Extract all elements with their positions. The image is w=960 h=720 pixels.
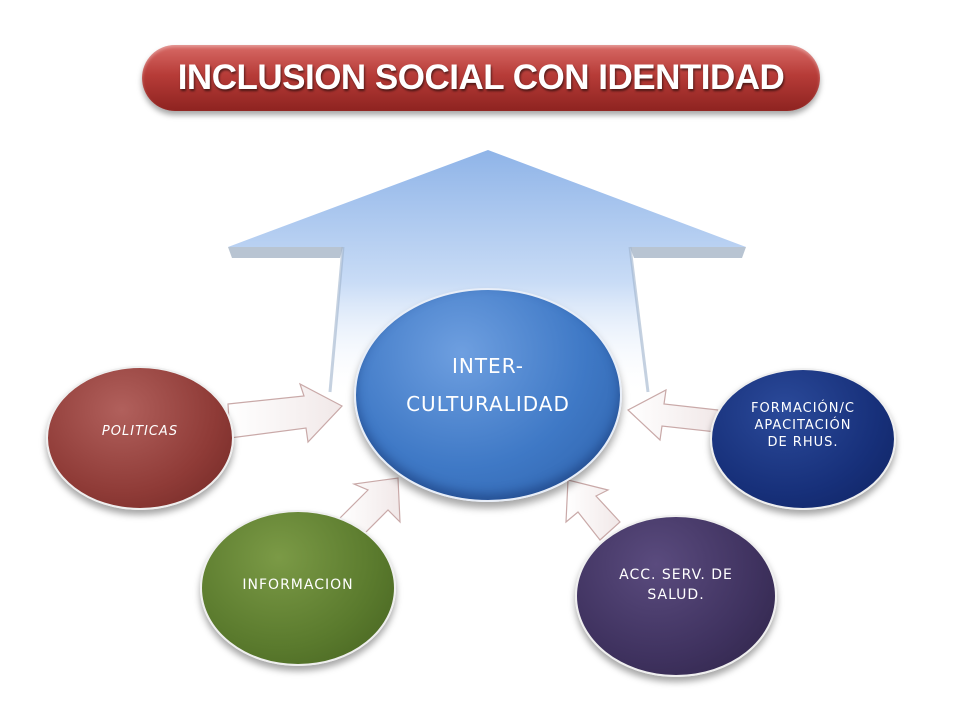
- node-acc-serv-salud: ACC. SERV. DE SALUD.: [575, 515, 777, 677]
- title-banner: INCLUSION SOCIAL CON IDENTIDAD: [142, 45, 820, 111]
- diagram-title: INCLUSION SOCIAL CON IDENTIDAD: [177, 58, 785, 97]
- big-up-arrow: [228, 150, 746, 393]
- node-informacion-label: INFORMACION: [242, 577, 354, 593]
- arrow-politicas: [227, 382, 343, 444]
- node-interculturalidad: INTER- CULTURALIDAD: [354, 288, 622, 502]
- node-politicas-label: POLITICAS: [101, 423, 179, 439]
- node-politicas: POLITICAS: [46, 366, 234, 510]
- arrow-formacion: [626, 388, 719, 442]
- node-formacion: FORMACIÓN/C APACITACIÓN DE RHUS.: [710, 368, 896, 510]
- node-formacion-label: FORMACIÓN/C APACITACIÓN DE RHUS.: [751, 400, 855, 450]
- node-acc-serv-salud-label: ACC. SERV. DE SALUD.: [619, 567, 733, 603]
- arrow-acc: [565, 479, 621, 541]
- node-informacion: INFORMACION: [200, 510, 396, 666]
- node-interculturalidad-label: INTER- CULTURALIDAD: [406, 354, 570, 416]
